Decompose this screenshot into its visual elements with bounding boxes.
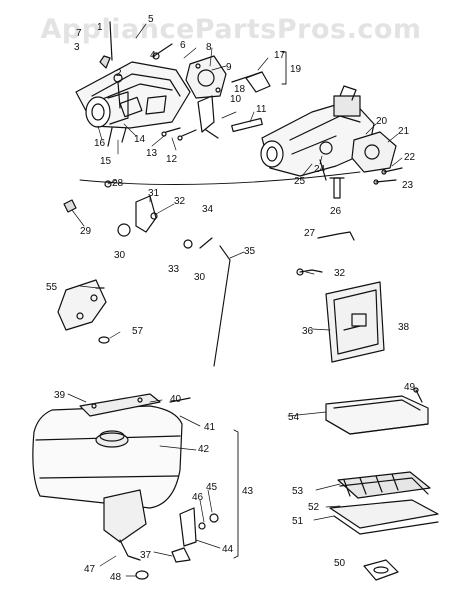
bracket-40 bbox=[79, 393, 191, 417]
callout-10: 10 bbox=[230, 94, 242, 105]
callout-labels: 1 5 7 6 3 8 4 2 9 17 19 18 10 11 14 16 1… bbox=[46, 14, 416, 583]
link-rod-27 bbox=[317, 231, 355, 241]
callout-39: 39 bbox=[54, 390, 66, 401]
callout-22: 22 bbox=[404, 152, 416, 163]
callout-53: 53 bbox=[292, 486, 304, 497]
callout-30-b: 30 bbox=[194, 272, 206, 283]
callout-5: 5 bbox=[148, 14, 154, 25]
callout-42: 42 bbox=[198, 444, 210, 455]
callout-48: 48 bbox=[110, 572, 122, 583]
air-cleaner-cover-54 bbox=[325, 395, 429, 435]
callout-44: 44 bbox=[222, 544, 234, 555]
callout-8: 8 bbox=[206, 42, 212, 53]
base-51 bbox=[329, 499, 439, 535]
screw-49 bbox=[413, 387, 423, 403]
screws-12-13 bbox=[161, 127, 197, 141]
callout-36: 36 bbox=[302, 326, 314, 337]
callout-13: 13 bbox=[146, 148, 158, 159]
callout-32-a: 32 bbox=[174, 196, 186, 207]
callout-47: 47 bbox=[84, 564, 96, 575]
callout-4: 4 bbox=[150, 50, 156, 61]
callout-37: 37 bbox=[140, 550, 152, 561]
callout-52: 52 bbox=[308, 502, 320, 513]
flange-20-21 bbox=[351, 131, 397, 173]
callout-31: 31 bbox=[148, 188, 160, 199]
filter-element-53 bbox=[337, 471, 431, 499]
bracket-43-line bbox=[233, 429, 239, 559]
callout-26: 26 bbox=[330, 206, 342, 217]
callout-7: 7 bbox=[76, 28, 82, 39]
bolt-26 bbox=[329, 177, 345, 199]
callout-32-b: 32 bbox=[334, 268, 346, 279]
callout-15: 15 bbox=[100, 156, 112, 167]
governor-parts bbox=[63, 180, 213, 249]
throttle-rod-35 bbox=[213, 245, 231, 367]
callout-57: 57 bbox=[132, 326, 144, 337]
gasket-plate-9 bbox=[185, 55, 227, 99]
callout-38: 38 bbox=[398, 322, 410, 333]
leader-lines bbox=[67, 23, 403, 577]
callout-23: 23 bbox=[402, 180, 414, 191]
callout-28: 28 bbox=[112, 178, 124, 189]
callout-34: 34 bbox=[202, 204, 214, 215]
callout-20: 20 bbox=[376, 116, 388, 127]
callout-12: 12 bbox=[166, 154, 178, 165]
callout-46: 46 bbox=[192, 492, 204, 503]
wire-32 bbox=[296, 268, 323, 276]
callout-24: 24 bbox=[314, 164, 326, 175]
callout-3: 3 bbox=[74, 42, 80, 53]
callout-21: 21 bbox=[398, 126, 410, 137]
fuel-tank-42 bbox=[32, 405, 183, 509]
callout-40: 40 bbox=[170, 394, 182, 405]
callout-43: 43 bbox=[242, 486, 254, 497]
gasket-50 bbox=[363, 559, 399, 581]
callout-17: 17 bbox=[274, 50, 286, 61]
callout-33: 33 bbox=[168, 264, 180, 275]
shaft-11 bbox=[231, 117, 263, 133]
callout-45: 45 bbox=[206, 482, 218, 493]
callout-1: 1 bbox=[97, 22, 103, 33]
watermark: AppliancePartsPros.com bbox=[40, 14, 422, 45]
callout-25: 25 bbox=[294, 176, 306, 187]
control-bracket-55 bbox=[57, 279, 110, 344]
callout-51: 51 bbox=[292, 516, 304, 527]
mount-bracket-43 bbox=[103, 489, 219, 547]
callout-49: 49 bbox=[404, 382, 416, 393]
callout-29: 29 bbox=[80, 226, 92, 237]
screws-22-23 bbox=[373, 167, 403, 185]
callout-18: 18 bbox=[234, 84, 246, 95]
fuel-line-parts bbox=[119, 539, 191, 580]
callout-54: 54 bbox=[288, 412, 300, 423]
callout-35: 35 bbox=[244, 246, 256, 257]
callout-30-a: 30 bbox=[114, 250, 126, 261]
bracket-19 bbox=[281, 51, 287, 85]
callout-19: 19 bbox=[290, 64, 302, 75]
lever-10 bbox=[197, 95, 219, 139]
callout-6: 6 bbox=[180, 40, 186, 51]
carburetor-body-left bbox=[75, 21, 191, 147]
link-parts-17-18 bbox=[231, 71, 271, 93]
panel-36 bbox=[325, 281, 385, 363]
callout-41: 41 bbox=[204, 422, 216, 433]
callout-27: 27 bbox=[304, 228, 316, 239]
callout-11: 11 bbox=[256, 104, 267, 115]
callout-55: 55 bbox=[46, 282, 58, 293]
callout-9: 9 bbox=[226, 62, 232, 73]
carburetor-body-right bbox=[260, 85, 375, 181]
callout-2: 2 bbox=[116, 68, 122, 79]
callout-50: 50 bbox=[334, 558, 346, 569]
callout-14: 14 bbox=[134, 134, 146, 145]
callout-16: 16 bbox=[94, 138, 106, 149]
